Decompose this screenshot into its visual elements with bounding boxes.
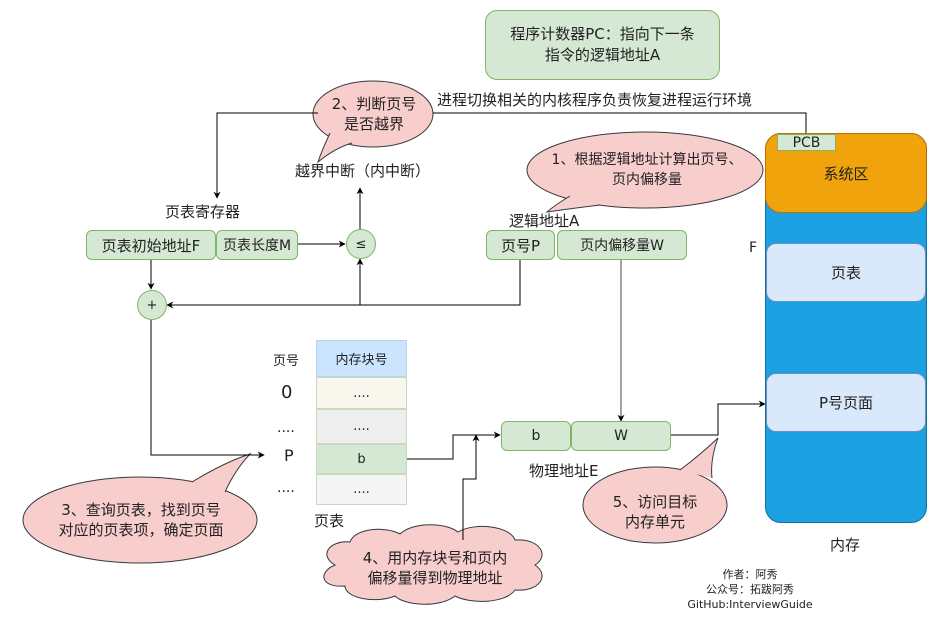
bubble-step2-shape: [312, 80, 434, 164]
credit-author: 作者：阿秀: [722, 568, 778, 581]
page-table-caption: 页表: [314, 512, 345, 530]
bubble-step3-shape: [22, 452, 258, 564]
logical-address-title: 逻辑地址A: [509, 212, 580, 230]
system-area-text: 系统区: [823, 164, 869, 183]
memory-page-table: 页表: [766, 243, 926, 302]
page-table-row-block: ....: [316, 474, 407, 505]
page-table-row-block-text: b: [357, 451, 366, 467]
bubble-step2: 2、判断页号 是否越界: [318, 94, 430, 134]
physical-block: b: [501, 421, 571, 451]
bubble-step1: 1、根据逻辑地址计算出页号、 页内偏移量: [527, 150, 767, 190]
bubble-step4: 4、用内存块号和页内 偏移量得到物理地址: [335, 548, 535, 588]
f-marker: F: [749, 240, 758, 256]
memory-page-table-text: 页表: [830, 264, 861, 282]
page-table-register-title: 页表寄存器: [165, 203, 241, 221]
logical-offset: 页内偏移量W: [557, 230, 687, 260]
page-table-row-page: ....: [277, 480, 295, 496]
process-switch-label: 进程切换相关的内核程序负责恢复进程运行环境: [437, 91, 753, 109]
page-table-row-page: P: [284, 446, 294, 465]
page-table-row-block: ....: [316, 377, 407, 409]
add-operator: +: [137, 290, 167, 320]
pcb-text: PCB: [792, 134, 821, 151]
page-table-length-text: 页表长度M: [222, 238, 292, 254]
system-area: 系统区: [765, 133, 927, 213]
page-table-row-block-text: ....: [353, 482, 370, 497]
out-of-bounds-label: 越界中断（内中断）: [295, 162, 431, 180]
page-table-row-page: 0: [281, 382, 293, 403]
logical-offset-text: 页内偏移量W: [580, 238, 664, 254]
pc-note-line1: 程序计数器PC：指向下一条: [510, 25, 695, 43]
page-table-column-header-text: 内存块号: [335, 353, 388, 368]
bubble-step2-line2: 是否越界: [343, 115, 404, 133]
memory-page-p-text: P号页面: [818, 394, 874, 412]
page-table-row-block: ....: [316, 409, 407, 444]
bubble-step1-line1: 1、根据逻辑地址计算出页号、: [551, 152, 743, 168]
logical-page-number: 页号P: [486, 230, 555, 260]
page-table-row-page: ....: [277, 420, 295, 436]
add-operator-symbol: +: [146, 297, 158, 313]
credits: 作者：阿秀 公众号：拓跋阿秀 GitHub:InterviewGuide: [670, 567, 830, 612]
bubble-step1-shape: [526, 131, 764, 213]
page-table-start-address-text: 页表初始地址F: [101, 236, 201, 255]
bubble-step5-line2: 内存单元: [624, 513, 685, 531]
bubble-step2-line1: 2、判断页号: [331, 95, 417, 113]
logical-page-number-text: 页号P: [500, 236, 541, 255]
physical-offset-text: W: [614, 428, 628, 444]
page-table-column-header: 内存块号: [316, 340, 407, 377]
page-table-length: 页表长度M: [216, 230, 298, 260]
credit-wechat: 公众号：拓跋阿秀: [706, 583, 794, 596]
page-table-row-header: 页号: [273, 354, 300, 369]
pc-note-box: 程序计数器PC：指向下一条 指令的逻辑地址A: [485, 10, 720, 80]
bubble-step3: 3、查询页表，找到页号 对应的页表项，确定页面: [25, 500, 257, 540]
physical-offset: W: [571, 421, 671, 451]
bubble-step4-line1: 4、用内存块号和页内: [362, 549, 508, 567]
page-table-row-block-text: ....: [353, 419, 370, 434]
compare-operator-symbol: ≤: [355, 236, 367, 252]
memory-page-p: P号页面: [766, 373, 926, 432]
bubble-step1-line2: 页内偏移量: [612, 172, 682, 188]
bubble-step3-line1: 3、查询页表，找到页号: [61, 501, 221, 519]
memory-caption: 内存: [830, 536, 861, 554]
pcb-box: PCB: [777, 134, 836, 151]
bubble-step5-line1: 5、访问目标: [612, 493, 698, 511]
bubble-step4-line2: 偏移量得到物理地址: [367, 569, 503, 587]
page-table-start-address: 页表初始地址F: [86, 230, 216, 260]
physical-address-title: 物理地址E: [529, 462, 599, 480]
bubble-step5-shape: [582, 437, 728, 544]
physical-block-text: b: [531, 428, 541, 444]
compare-operator: ≤: [346, 229, 376, 259]
credit-github: GitHub:InterviewGuide: [687, 598, 813, 611]
bubble-step4-shape: [323, 524, 543, 605]
pc-note-line2: 指令的逻辑地址A: [544, 46, 661, 64]
page-table-row-block-text: ....: [353, 385, 370, 401]
bubble-step3-line2: 对应的页表项，确定页面: [58, 521, 224, 539]
bubble-step5: 5、访问目标 内存单元: [595, 492, 715, 532]
page-table-row-block[interactable]: b: [316, 444, 407, 474]
